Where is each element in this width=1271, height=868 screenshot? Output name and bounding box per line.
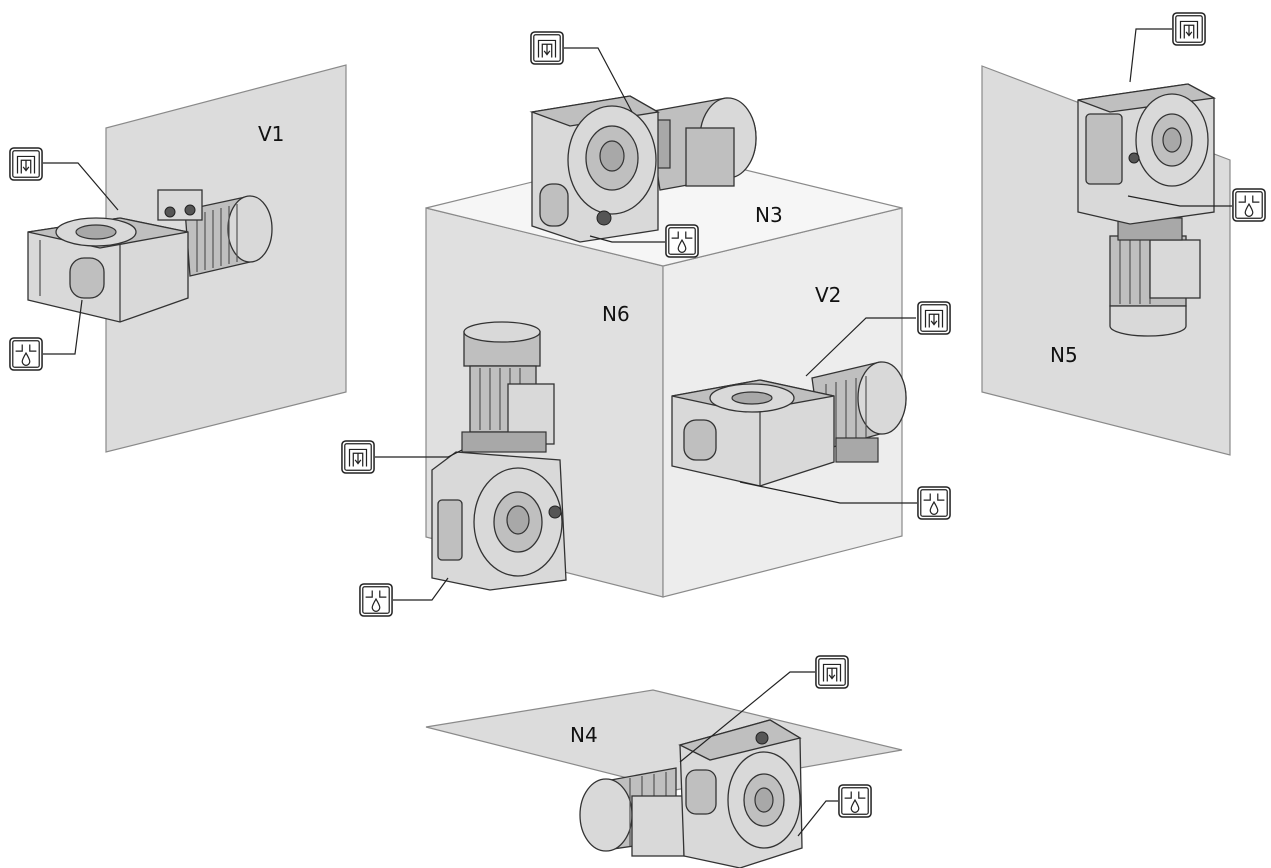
oil-fill-breather-icon <box>341 440 375 474</box>
oil-fill-breather-icon <box>9 147 43 181</box>
label-n6: N6 <box>602 302 630 326</box>
leader-n5-fill <box>1129 28 1172 83</box>
oil-drain-icon <box>1232 188 1266 222</box>
gearmotor-n5 <box>1077 83 1217 337</box>
oil-fill-breather-icon <box>917 301 951 335</box>
gearmotor-v1 <box>27 189 273 323</box>
oil-fill-breather-icon <box>1172 12 1206 46</box>
oil-fill-breather-icon <box>815 655 849 689</box>
leader-n3-fill <box>564 47 633 113</box>
leader-v1-fill <box>43 162 119 211</box>
label-n4: N4 <box>570 723 598 747</box>
label-v1: V1 <box>258 122 284 146</box>
leader-v2-fill <box>805 317 916 377</box>
leader-n3-drain <box>589 235 665 243</box>
label-v2: V2 <box>815 283 841 307</box>
gearmotor-v2 <box>671 361 907 487</box>
gearmotor-n3 <box>529 95 757 243</box>
leader-n5-drain <box>1127 195 1232 207</box>
oil-drain-icon <box>665 224 699 258</box>
oil-drain-icon <box>9 337 43 371</box>
leader-n6-drain <box>393 577 449 601</box>
label-n3: N3 <box>755 203 783 227</box>
oil-drain-icon <box>838 784 872 818</box>
leader-v1-drain <box>43 299 83 355</box>
oil-fill-breather-icon <box>530 31 564 65</box>
oil-drain-icon <box>359 583 393 617</box>
leader-v2-drain <box>739 481 917 504</box>
label-n5: N5 <box>1050 343 1078 367</box>
leader-n4-fill <box>679 671 815 763</box>
leader-n4-drain <box>797 800 838 837</box>
oil-drain-icon <box>917 486 951 520</box>
gearmotor-n4 <box>579 719 803 868</box>
gearmotor-n6 <box>431 321 567 591</box>
leader-n6-fill <box>375 449 463 458</box>
